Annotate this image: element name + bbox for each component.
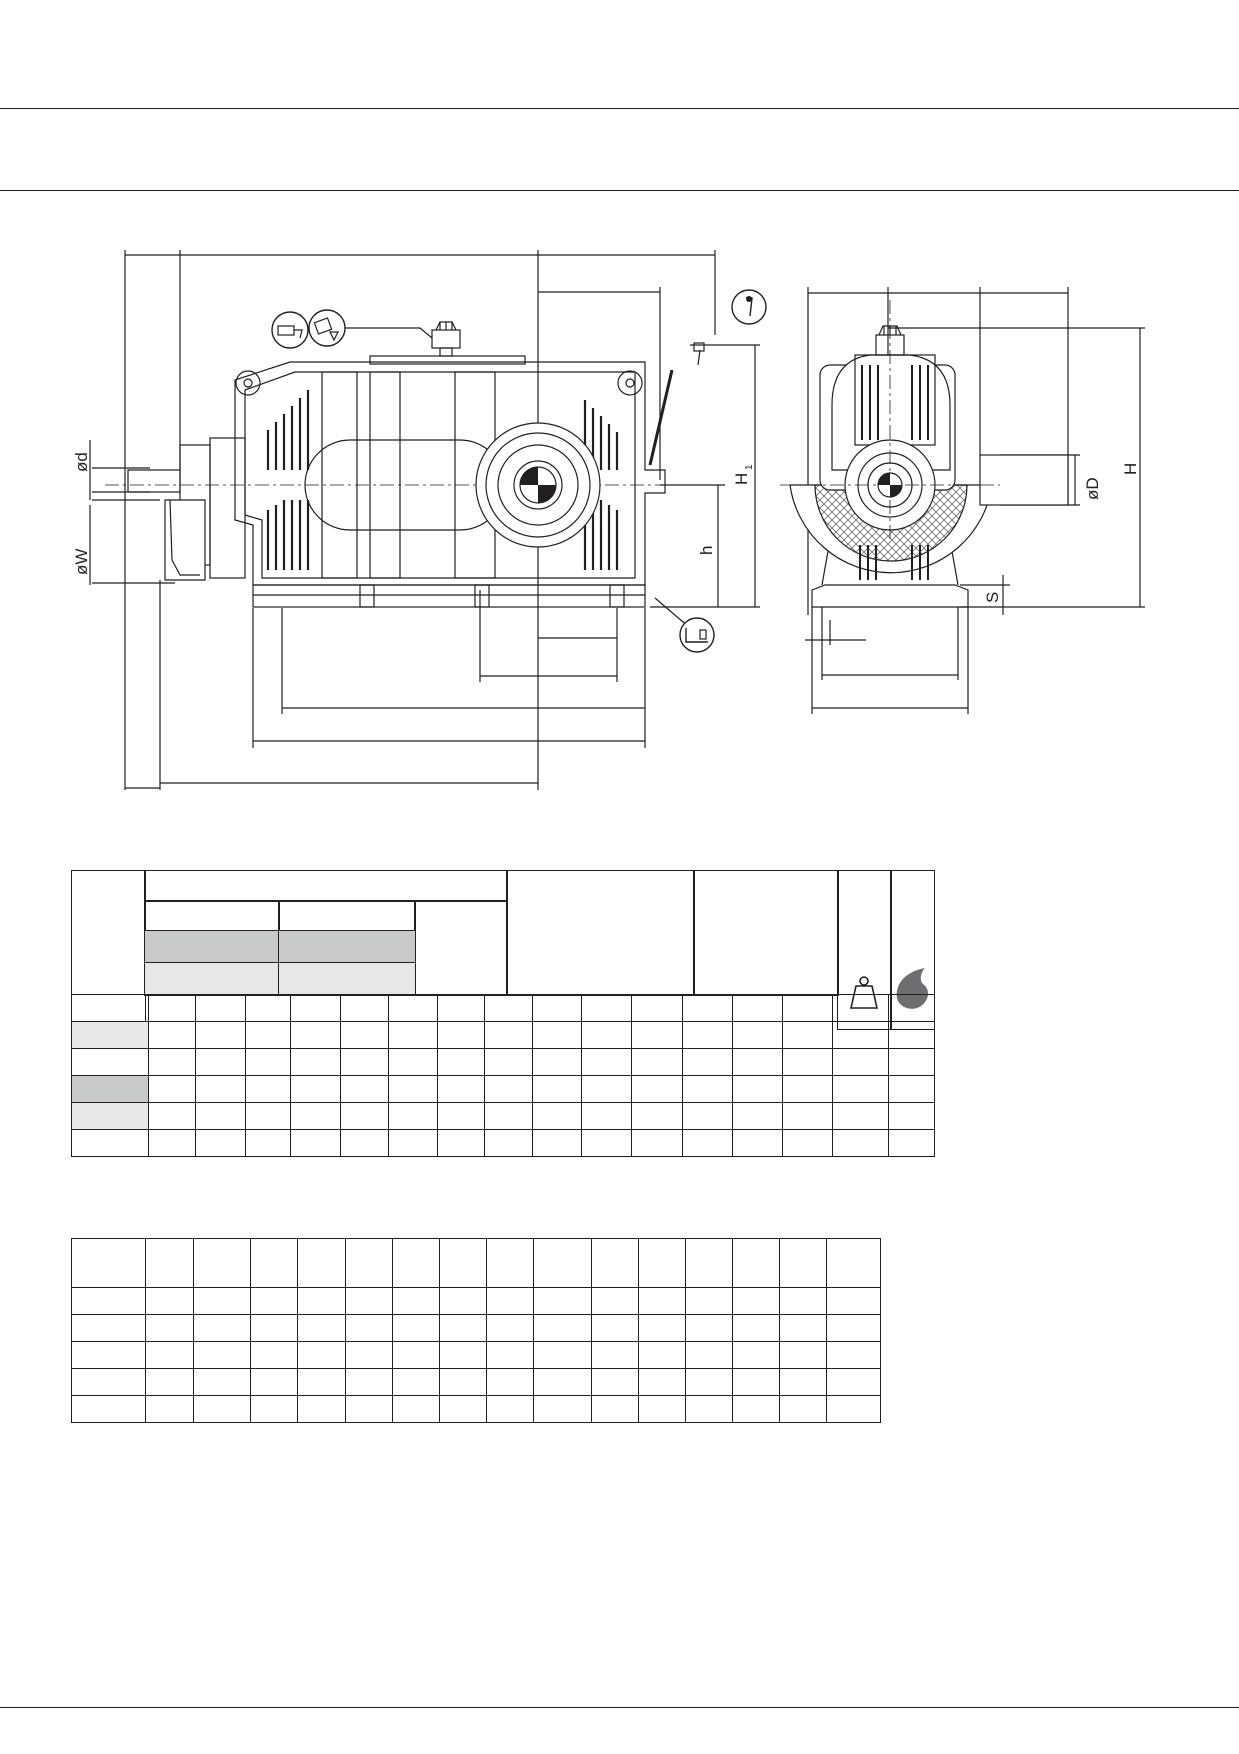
table2 [70,1238,882,1423]
table1-h-sub1-light [144,962,280,996]
table1-row [70,994,935,1022]
table1-h-sub2 [278,900,416,932]
table1-row [70,1048,935,1076]
balance-symbol-side [877,472,903,498]
table2-row [70,1287,882,1315]
table1-h-group1 [144,870,508,902]
label-D: øD [1083,477,1102,500]
label-d: ød [72,452,91,472]
table2-row [70,1314,882,1342]
table1-h-sub1 [144,900,280,932]
table1-h-sub2-dark [278,930,416,964]
gearbox-drawing: ød øW h H 1 øD H S Y [72,250,1145,790]
label-h1-sub: 1 [744,464,755,470]
header-rule-top [0,108,1239,109]
label-H: H [1121,463,1140,475]
table1-row [70,1075,935,1103]
oil-fill-icon [271,311,309,349]
table1-h-group2 [506,870,695,996]
table1-h-sub3 [414,900,508,996]
header-rule-bottom [0,190,1239,191]
balance-symbol-front [519,466,557,504]
label-h1: H [732,473,751,485]
table2-row [70,1341,882,1369]
table1-row [70,1102,935,1130]
footer-rule [0,1707,1239,1708]
table1-row [70,1021,935,1049]
label-h: h [697,546,716,555]
table1 [70,994,935,1157]
table2-row [70,1368,882,1396]
table2-row [70,1395,882,1423]
table1-h-sub2-light [278,962,416,996]
table1-h-sub1-dark [144,930,280,964]
table1-h-group3 [693,870,839,996]
label-w: øW [72,549,91,575]
oil-level-icon [308,309,346,347]
breather-icon [731,289,767,325]
label-S: S [983,592,1002,603]
oil-drain-icon [679,617,715,653]
table1-row [70,1129,935,1157]
table2-header-row [70,1238,882,1288]
